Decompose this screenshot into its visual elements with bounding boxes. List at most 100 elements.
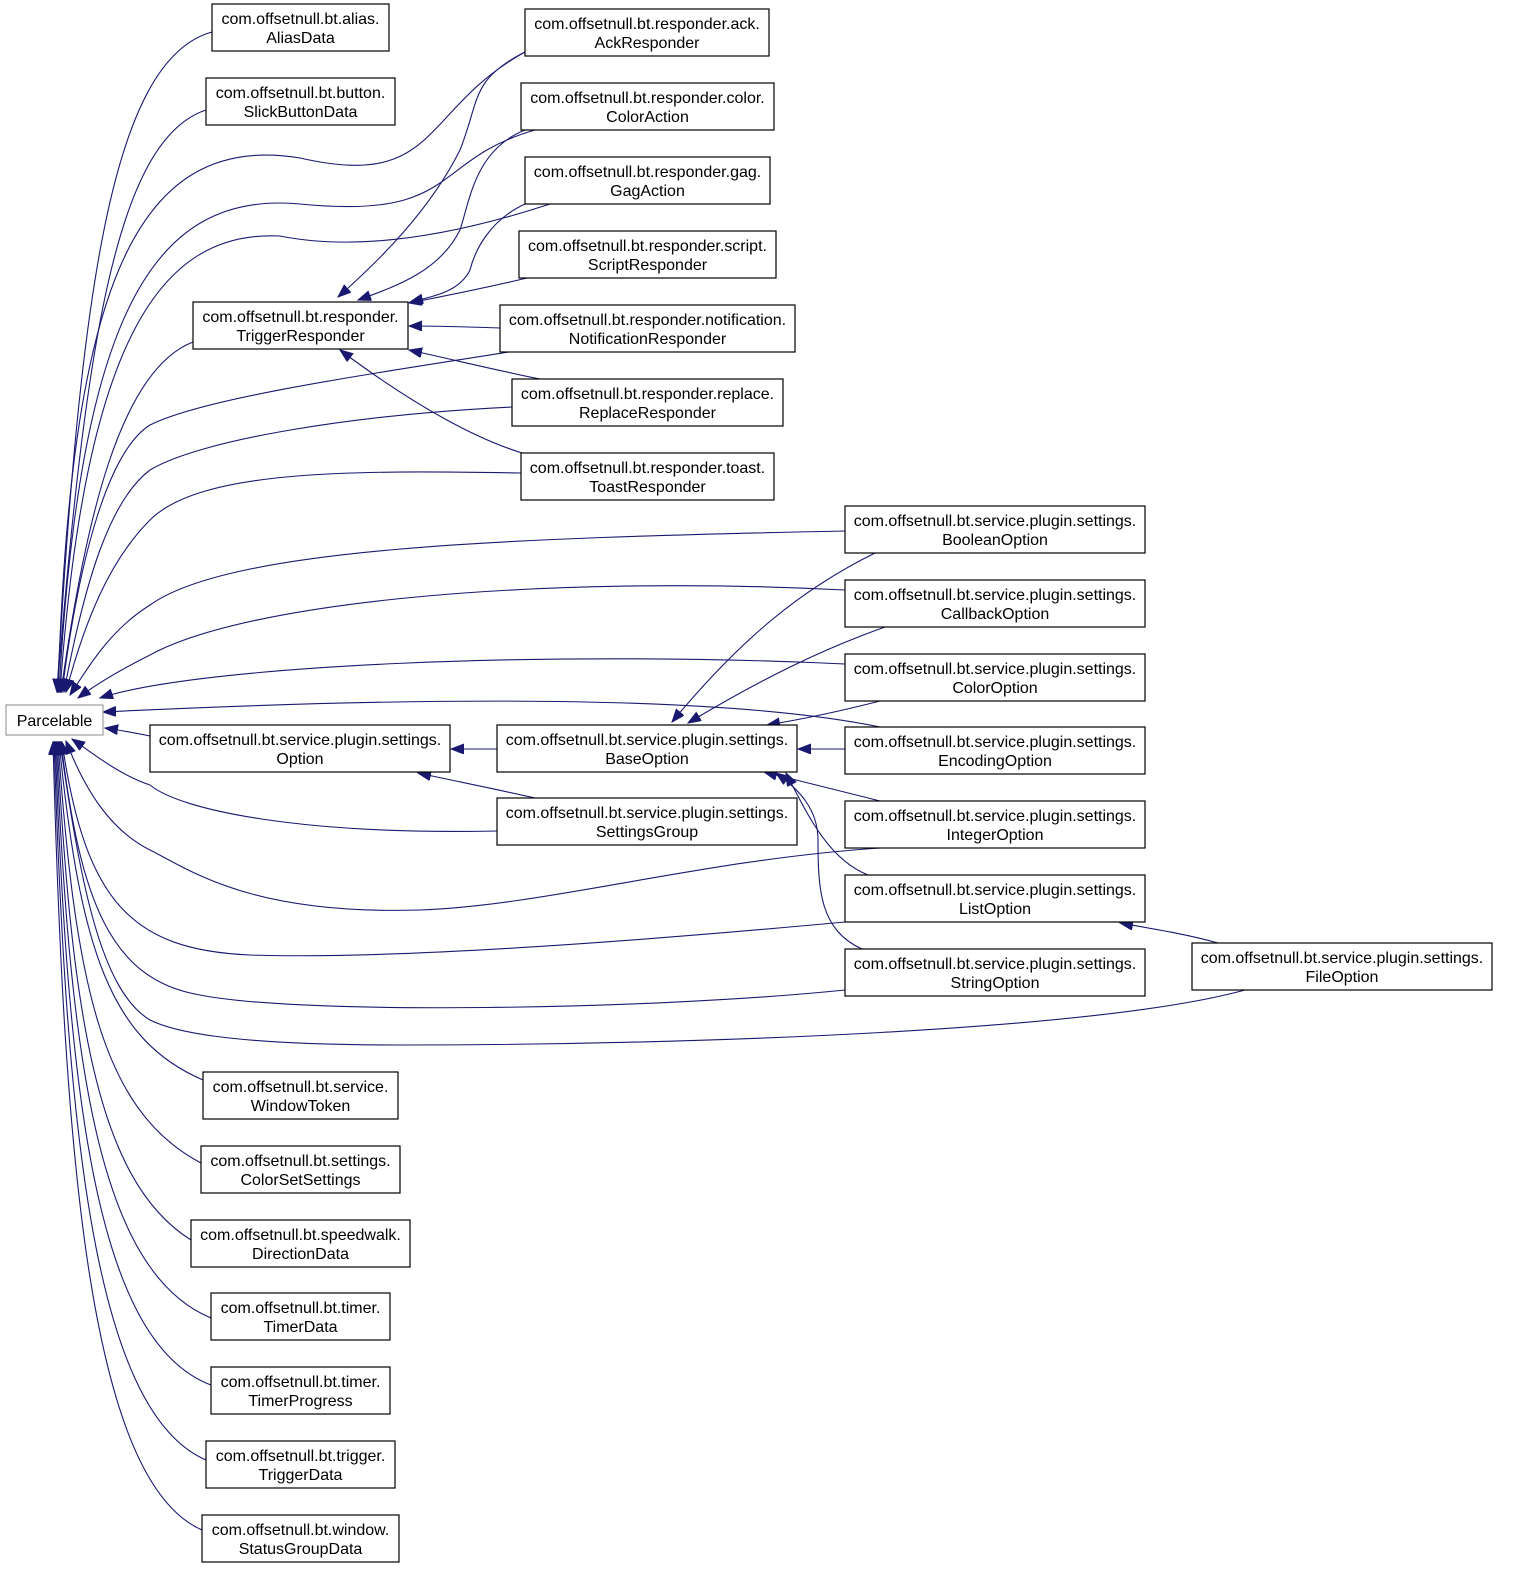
- node-gag-action[interactable]: com.offsetnull.bt.responder.gag.GagActio…: [524, 156, 771, 205]
- node-color-action[interactable]: com.offsetnull.bt.responder.color.ColorA…: [520, 82, 775, 131]
- node-file-option[interactable]: com.offsetnull.bt.service.plugin.setting…: [1191, 942, 1493, 991]
- node-label-line: com.offsetnull.bt.window.: [212, 1522, 390, 1539]
- node-label-line: ScriptResponder: [588, 257, 708, 274]
- edge-direction-data-to-parcelable: [57, 742, 192, 1241]
- edge-toast-responder-to-trigger-responder: [340, 350, 523, 454]
- node-boolean-option[interactable]: com.offsetnull.bt.service.plugin.setting…: [844, 505, 1146, 554]
- node-box: [844, 800, 1146, 849]
- node-box: [520, 82, 775, 131]
- node-box: [844, 653, 1146, 702]
- node-label-line: IntegerOption: [947, 827, 1044, 844]
- edge-option-to-parcelable: [105, 728, 151, 737]
- edge-status-group-data-to-parcelable: [53, 742, 203, 1531]
- node-label-line: com.offsetnull.bt.service.plugin.setting…: [854, 734, 1137, 751]
- node-list-option[interactable]: com.offsetnull.bt.service.plugin.setting…: [844, 874, 1146, 923]
- node-timer-progress[interactable]: com.offsetnull.bt.timer.TimerProgress: [210, 1366, 391, 1415]
- node-box: [210, 1292, 391, 1341]
- node-label-line: com.offsetnull.bt.responder.script.: [528, 238, 767, 255]
- edge-slick-button-data-to-parcelable: [57, 109, 207, 692]
- node-alias-data[interactable]: com.offsetnull.bt.alias.AliasData: [211, 3, 390, 52]
- node-timer-data[interactable]: com.offsetnull.bt.timer. TimerData: [210, 1292, 391, 1341]
- node-label-line: ToastResponder: [589, 479, 706, 496]
- edge-boolean-option-to-parcelable: [70, 530, 846, 695]
- edge-ack-responder-to-parcelable: [58, 51, 526, 692]
- node-direction-data[interactable]: com.offsetnull.bt.speedwalk.DirectionDat…: [190, 1219, 411, 1268]
- node-box: [496, 724, 798, 773]
- node-box: [205, 1440, 396, 1489]
- node-replace-responder[interactable]: com.offsetnull.bt.responder.replace. Repl…: [511, 378, 784, 427]
- node-label-line: com.offsetnull.bt.timer.: [221, 1300, 381, 1317]
- node-label-line: SettingsGroup: [596, 824, 698, 841]
- node-integer-option[interactable]: com.offsetnull.bt.service.plugin.setting…: [844, 800, 1146, 849]
- edge-notification-responder-to-trigger-responder: [409, 326, 501, 328]
- nodes-layer: com.offsetnull.bt.alias.AliasData com.off…: [5, 3, 1493, 1563]
- edge-string-option-to-base-option: [776, 773, 863, 950]
- node-label-line: ListOption: [959, 901, 1031, 918]
- edge-ack-responder-to-trigger-responder: [338, 51, 526, 297]
- edge-settings-group-to-parcelable: [72, 739, 498, 832]
- node-label-line: com.offsetnull.bt.service.plugin.setting…: [1201, 950, 1484, 967]
- edge-color-option-to-parcelable: [100, 658, 846, 698]
- node-window-token[interactable]: com.offsetnull.bt.service.WindowToken: [202, 1071, 399, 1120]
- node-label-line: BooleanOption: [942, 532, 1048, 549]
- node-box: [1191, 942, 1493, 991]
- node-label-line: TimerProgress: [248, 1393, 352, 1410]
- node-encoding-option[interactable]: com.offsetnull.bt.service.plugin.setting…: [844, 726, 1146, 775]
- node-box: [200, 1145, 401, 1194]
- node-ack-responder[interactable]: com.offsetnull.bt.responder.ack.AckRespo…: [524, 8, 770, 57]
- edge-file-option-to-list-option: [1120, 923, 1219, 944]
- node-label-line: StringOption: [951, 975, 1040, 992]
- edge-timer-progress-to-parcelable: [55, 742, 212, 1386]
- node-box: [499, 304, 796, 353]
- node-label-line: com.offsetnull.bt.service.plugin.setting…: [854, 956, 1137, 973]
- edges-layer: [53, 31, 1246, 1531]
- node-label-line: com.offsetnull.bt.speedwalk.: [200, 1227, 401, 1244]
- node-box: [511, 378, 784, 427]
- node-color-set-settings[interactable]: com.offsetnull.bt.settings.ColorSetSetti…: [200, 1145, 401, 1194]
- edge-window-token-to-parcelable: [59, 742, 204, 1081]
- node-trigger-responder[interactable]: com.offsetnull.bt.responder.TriggerRespo…: [192, 301, 409, 350]
- node-parcelable[interactable]: Parcelable: [5, 704, 104, 736]
- edge-callback-option-to-parcelable: [78, 585, 846, 698]
- node-label-line: com.offsetnull.bt.service.plugin.setting…: [854, 513, 1137, 530]
- node-label-line: com.offsetnull.bt.responder.replace.: [521, 386, 774, 403]
- edge-color-set-settings-to-parcelable: [58, 742, 202, 1164]
- node-color-option[interactable]: com.offsetnull.bt.service.plugin.setting…: [844, 653, 1146, 702]
- node-notification-responder[interactable]: com.offsetnull.bt.responder.notification…: [499, 304, 796, 353]
- node-settings-group[interactable]: com.offsetnull.bt.service.plugin.setting…: [496, 797, 798, 846]
- node-status-group-data[interactable]: com.offsetnull.bt.window.StatusGroupData: [201, 1514, 400, 1563]
- node-callback-option[interactable]: com.offsetnull.bt.service.plugin.setting…: [844, 579, 1146, 628]
- node-label-line: ReplaceResponder: [579, 405, 717, 422]
- node-label-line: EncodingOption: [938, 753, 1052, 770]
- node-slick-button-data[interactable]: com.offsetnull.bt.button.SlickButtonData: [205, 77, 396, 126]
- edge-notification-responder-to-parcelable: [62, 351, 510, 692]
- edge-color-action-to-parcelable: [59, 129, 536, 692]
- node-box: [524, 156, 771, 205]
- node-label-line: AckResponder: [595, 35, 701, 52]
- node-string-option[interactable]: com.offsetnull.bt.service.plugin.setting…: [844, 948, 1146, 997]
- node-label-line: CallbackOption: [941, 606, 1050, 623]
- node-label-line: com.offsetnull.bt.service.plugin.setting…: [854, 661, 1137, 678]
- node-option[interactable]: com.offsetnull.bt.service.plugin.setting…: [149, 724, 451, 773]
- node-label-line: TriggerResponder: [236, 328, 365, 345]
- node-label-line: com.offsetnull.bt.responder.gag.: [534, 164, 761, 181]
- node-trigger-data[interactable]: com.offsetnull.bt.trigger.TriggerData: [205, 1440, 396, 1489]
- node-box: [520, 452, 775, 501]
- node-toast-responder[interactable]: com.offsetnull.bt.responder.toast.ToastR…: [520, 452, 775, 501]
- node-label-line: BaseOption: [605, 751, 689, 768]
- edge-toast-responder-to-parcelable: [66, 471, 522, 692]
- node-box: [518, 230, 777, 279]
- node-label-line: TimerData: [263, 1319, 337, 1336]
- edge-file-option-to-parcelable: [60, 742, 1246, 1046]
- edge-gag-action-to-parcelable: [60, 203, 551, 692]
- node-box: [844, 948, 1146, 997]
- node-base-option[interactable]: com.offsetnull.bt.service.plugin.setting…: [496, 724, 798, 773]
- node-label-line: com.offsetnull.bt.service.: [213, 1079, 389, 1096]
- node-box: [190, 1219, 411, 1268]
- node-script-responder[interactable]: com.offsetnull.bt.responder.script. Scrip…: [518, 230, 777, 279]
- node-label-line: com.offsetnull.bt.service.plugin.setting…: [506, 732, 789, 749]
- node-box: [844, 505, 1146, 554]
- edge-replace-responder-to-trigger-responder: [409, 350, 541, 380]
- node-label-line: ColorOption: [952, 680, 1037, 697]
